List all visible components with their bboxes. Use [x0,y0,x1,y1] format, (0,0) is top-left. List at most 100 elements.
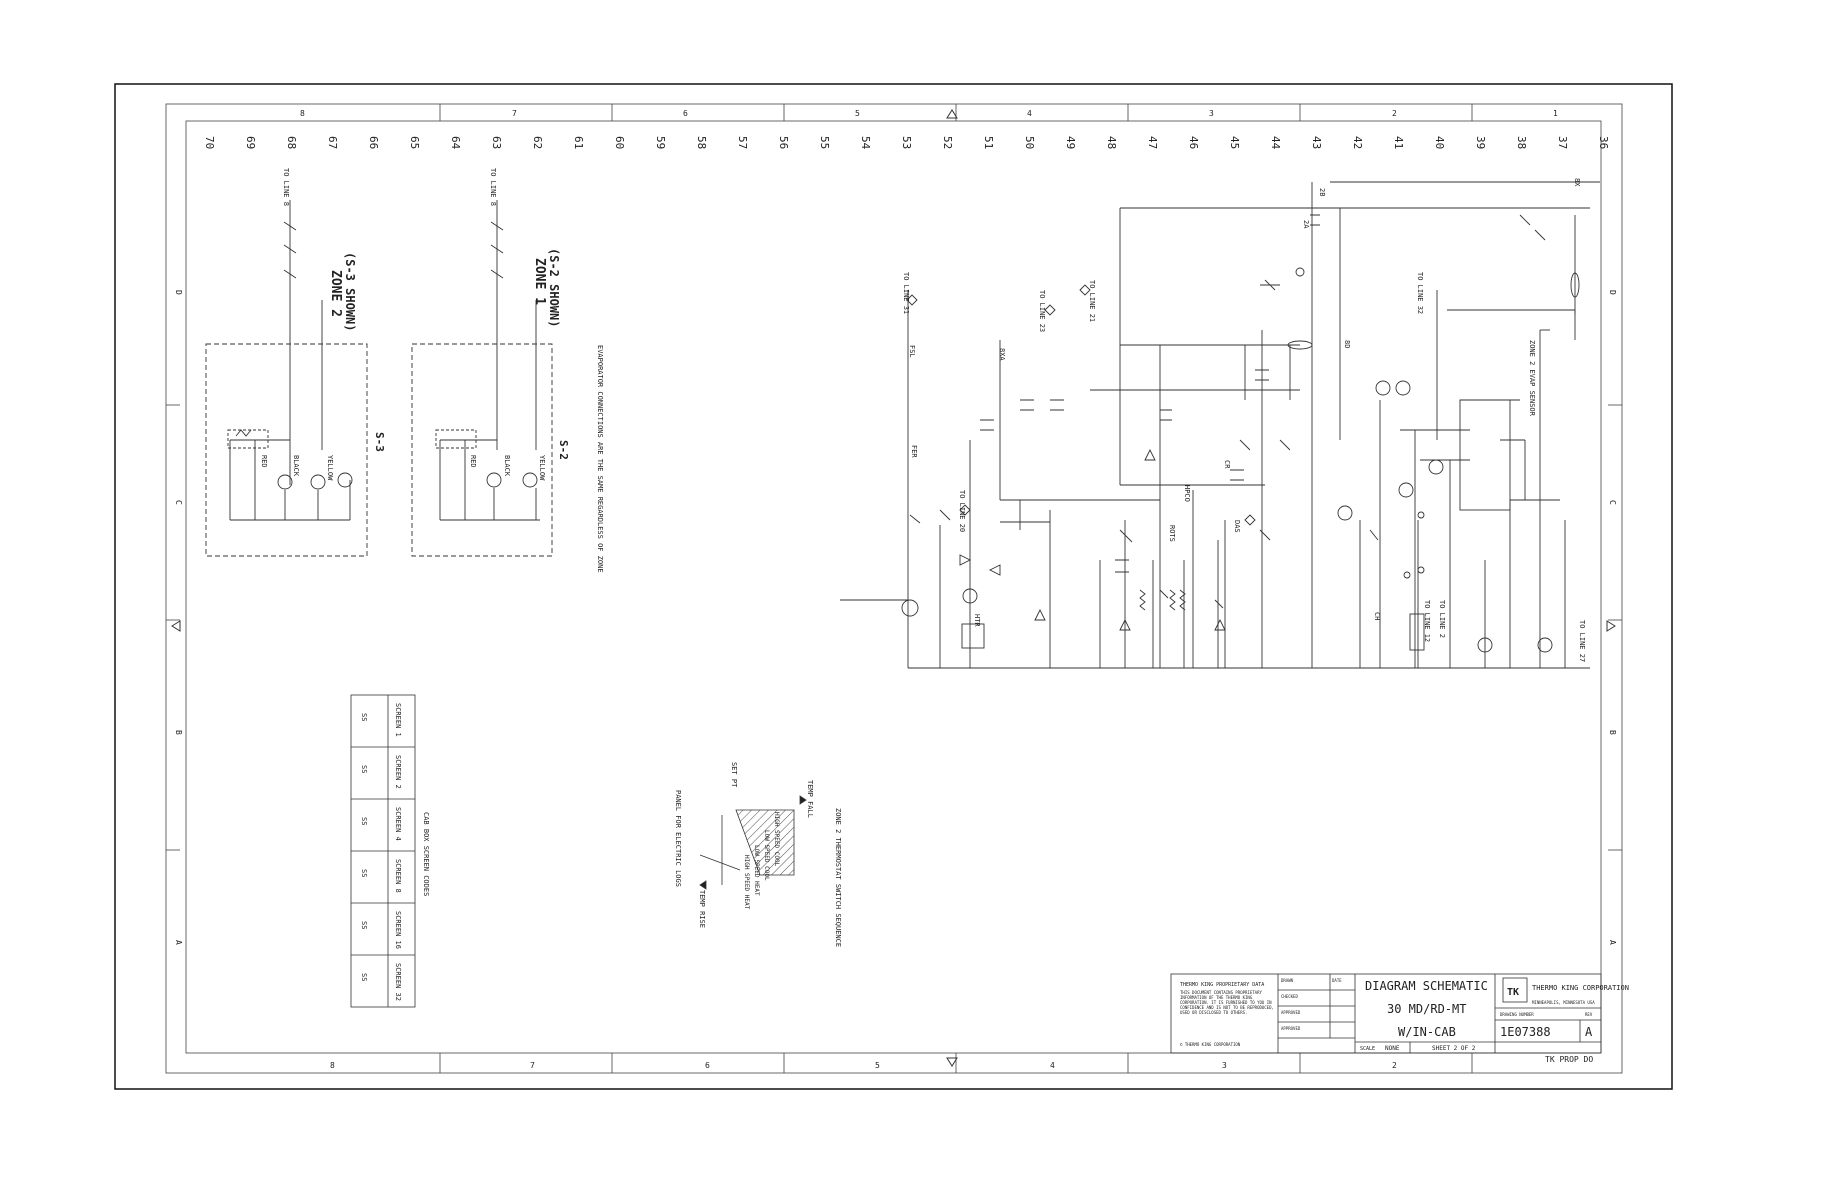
zone2-title: ZONE 2 [328,270,343,317]
tb-logo: TK [1507,987,1519,998]
screen-codes-title: CAB BOX SCREEN CODES [422,812,430,896]
screen-code-header: SCREEN 16 [394,911,402,949]
tb-proprietary-text: THIS DOCUMENT CONTAINS PROPRIETARY INFOR… [1180,990,1274,1015]
zone-letter-top: 8 [300,109,305,118]
tb-diagram-line1: DIAGRAM SCHEMATIC [1365,979,1488,993]
drawing-area-border [185,120,1602,1054]
screen-code-header: SCREEN 8 [394,859,402,893]
schematic-label: DAS [1233,520,1241,533]
thermostat-temp-fall: TEMP FALL [806,780,814,818]
tb-proprietary-text-box: THIS DOCUMENT CONTAINS PROPRIETARY INFOR… [1180,990,1274,1015]
column-number: 42 [1351,136,1364,149]
tb-field-checked: CHECKED [1281,994,1298,999]
zone-letter-side: D [1608,290,1617,295]
inner-border [165,103,1623,1074]
column-number: 46 [1187,136,1200,149]
screen-code-value: SS [360,921,368,929]
zone1-circuit [411,200,553,557]
outer-frame [114,83,1673,1090]
tb-prop-code: TK PROP DO [1545,1055,1593,1064]
schematic-label: CH [1373,612,1381,620]
evap-note: EVAPORATOR CONNECTIONS ARE THE SAME REGA… [596,345,604,573]
zone1-label: S-2 [557,440,570,460]
tb-rev: A [1585,1025,1593,1039]
zone-letter-side: C [174,500,183,505]
column-number: 39 [1474,136,1487,149]
zone-letter-top: 5 [855,109,860,118]
zone2-label: S-3 [373,432,386,452]
zone-letter-bottom: 2 [1392,1061,1397,1070]
screen-code-value: SS [360,869,368,877]
schematic-label: 8XA [998,348,1006,361]
schematic-label: FER [910,445,918,458]
zone-letter-top: 7 [512,109,517,118]
zone-letter-top: 2 [1392,109,1397,118]
zone-letter-side: A [174,940,183,945]
tb-field-drawn: DRAWN [1281,978,1294,983]
tb-scale-value: NONE [1385,1045,1400,1052]
zone-letter-side: A [1608,940,1617,945]
zone1-to-line: TO LINE 8 [489,168,497,206]
screen-code-value: SS [360,765,368,773]
zone-letter-side: B [174,730,183,735]
thermostat-low-heat: LOW SPEED HEAT [753,845,760,896]
column-number: 58 [695,136,708,149]
column-number: 49 [1064,136,1077,149]
tb-company-name: THERMO KING CORPORATION [1532,984,1629,992]
screen-code-value: SS [360,713,368,721]
zone2-subtitle: (S-3 SHOWN) [343,252,357,331]
column-number: 70 [203,136,216,149]
zone-letter-bottom: 5 [875,1061,880,1070]
screen-code-value: SS [360,817,368,825]
zone-letter-bottom: 4 [1050,1061,1055,1070]
column-number: 41 [1392,136,1405,149]
center-arrow-right [1606,620,1616,632]
zone-letter-bottom: 7 [530,1061,535,1070]
schematic-label: 2A [1302,220,1310,229]
zone-letter-top: 4 [1027,109,1032,118]
column-number: 52 [941,136,954,149]
thermostat-high-heat: HIGH SPEED HEAT [743,855,750,910]
column-number: 47 [1146,136,1159,149]
tb-field-approved2: APPROVED [1281,1026,1301,1031]
column-number: 37 [1556,136,1569,149]
schematic-label: FSL [908,345,916,358]
column-number: 65 [408,136,421,149]
schematic-label: ZONE 2 EVAP SENSOR [1528,340,1536,417]
zone-letter-bottom: 3 [1222,1061,1227,1070]
column-number: 60 [613,136,626,149]
main-schematic [840,181,1600,669]
column-number: 59 [654,136,667,149]
column-number: 56 [777,136,790,149]
screen-code-value: SS [360,973,368,981]
column-number: 43 [1310,136,1323,149]
column-number: 55 [818,136,831,149]
thermostat-low-cool: LOW SPEED COOL [763,830,770,881]
tb-sheet: SHEET 2 OF 2 [1432,1045,1476,1052]
column-number: 57 [736,136,749,149]
center-arrow-left [171,620,181,632]
column-number: 36 [1597,136,1610,149]
column-number: 64 [449,136,462,150]
zone-letter-bottom: 6 [705,1061,710,1070]
thermostat-title: ZONE 2 THERMOSTAT SWITCH SEQUENCE [834,808,842,947]
tb-scale-label: SCALE [1360,1046,1375,1052]
tb-rev-label: REV [1585,1012,1593,1017]
tb-company-loc: MINNEAPOLIS, MINNESOTA USA [1532,1000,1595,1005]
center-arrow-top [946,109,958,119]
column-number: 66 [367,136,380,149]
tb-company-line: © THERMO KING CORPORATION [1180,1042,1241,1047]
column-number: 61 [572,136,585,149]
zone-letter-top: 1 [1553,109,1558,118]
tb-drawing-number: 1E07388 [1500,1025,1551,1039]
schematic-label: TO LINE 32 [1416,272,1424,314]
center-arrow-bottom [946,1057,958,1067]
column-number: 54 [859,136,872,150]
column-number: 48 [1105,136,1118,149]
schematic-label: CR [1223,460,1231,469]
schematic-label: 8D [1343,340,1351,348]
